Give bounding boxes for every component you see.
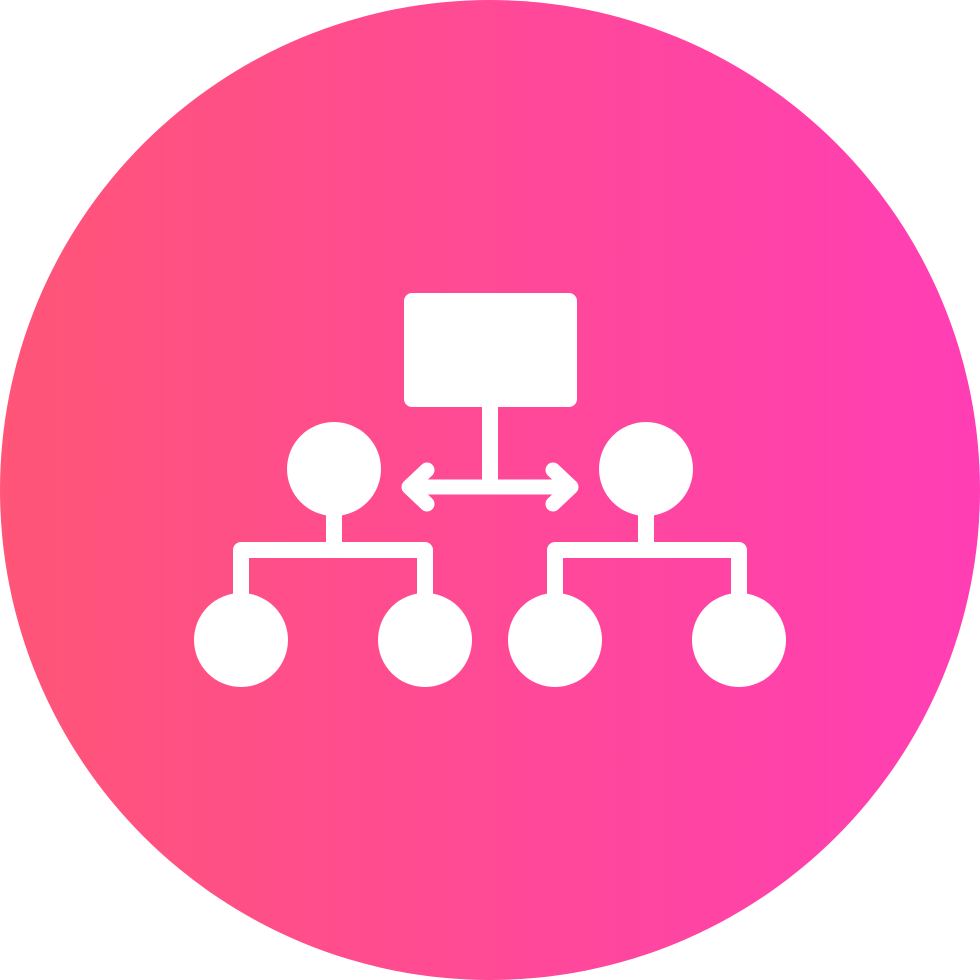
left-branch-line [233,542,433,600]
left-middle-node [287,422,381,516]
right-branch-line [547,542,747,600]
top-connector-line [482,405,498,485]
bottom-node-4 [692,593,786,687]
left-middle-stem [326,510,342,550]
right-arrow-head [545,462,579,512]
bottom-node-3 [508,593,602,687]
right-middle-node [599,422,693,516]
org-chart-glyph [194,293,786,687]
top-node-box [404,293,577,407]
bottom-node-2 [378,593,472,687]
bottom-node-1 [194,593,288,687]
left-arrow-head [401,462,435,512]
right-middle-stem [638,510,654,550]
